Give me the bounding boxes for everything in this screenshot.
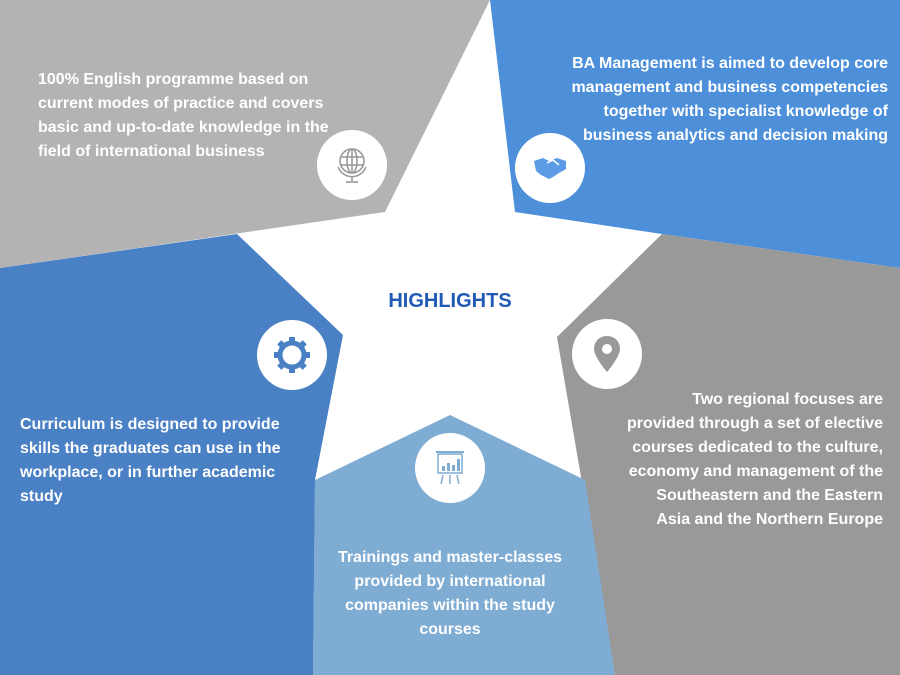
gear-icon-circle	[257, 320, 327, 390]
section-text-curriculum: Curriculum is designed to provide skills…	[20, 416, 281, 505]
presentation-chart-icon	[436, 451, 464, 485]
presentation-chart-icon-circle	[415, 433, 485, 503]
section-top-left-shape	[0, 0, 490, 268]
section-text-trainings: Trainings and master-classes provided by…	[337, 549, 563, 638]
location-pin-icon-circle	[572, 319, 642, 389]
section-text-ba-management: BA Management is aimed to develop core m…	[571, 55, 888, 144]
section-top-right-shape	[490, 0, 900, 268]
location-pin-icon	[594, 336, 620, 372]
gear-icon	[274, 337, 310, 373]
section-text-regional-focuses: Two regional focuses are provided throug…	[626, 391, 883, 528]
handshake-icon-circle	[515, 133, 585, 203]
globe-icon-circle	[317, 130, 387, 200]
handshake-icon	[534, 158, 566, 179]
section-bottom-shape	[313, 415, 615, 675]
section-text-english-programme: 100% English programme based on current …	[38, 71, 329, 160]
globe-icon	[337, 148, 367, 183]
section-right-shape	[557, 234, 900, 675]
section-left-shape	[0, 234, 343, 675]
highlights-title: HIGHLIGHTS	[388, 290, 512, 312]
